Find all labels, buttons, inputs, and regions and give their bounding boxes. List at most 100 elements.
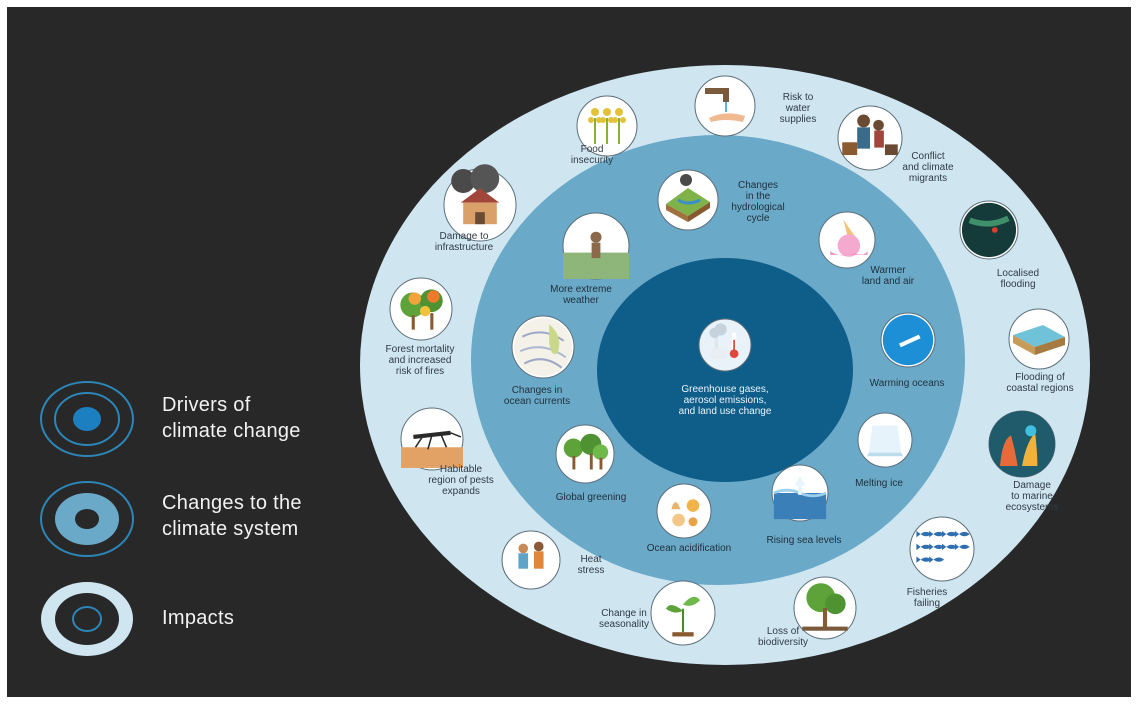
ocean-currents-map-icon bbox=[511, 315, 575, 379]
label-line: biodiversity bbox=[758, 637, 808, 648]
ice-label: Melting ice bbox=[855, 478, 903, 489]
label-line: region of pests bbox=[428, 475, 494, 486]
rising-sea-icon bbox=[771, 464, 829, 522]
legend-changes bbox=[37, 479, 137, 564]
impacts-legend-icon bbox=[41, 582, 133, 656]
label-line: in the bbox=[746, 191, 771, 202]
label-line: More extreme bbox=[550, 284, 612, 295]
factory-thermometer-icon bbox=[698, 318, 752, 372]
label-line: Greenhouse gases, bbox=[681, 384, 768, 395]
changes-legend-icon bbox=[40, 481, 134, 557]
burning-trees-icon bbox=[389, 277, 453, 341]
flooded-street-icon bbox=[959, 200, 1019, 260]
label-line: Localised bbox=[997, 268, 1039, 279]
legend-impacts-label: Impacts bbox=[162, 607, 235, 629]
acid-label: Ocean acidification bbox=[647, 543, 732, 554]
legend-drivers-label: Drivers of climate change bbox=[162, 394, 301, 442]
tree-icon bbox=[793, 576, 857, 640]
sprout-icon bbox=[650, 580, 716, 646]
hot-people-icon bbox=[501, 530, 561, 590]
label-line: seasonality bbox=[599, 619, 649, 630]
label-line: supplies bbox=[780, 114, 817, 125]
drivers-legend-icon bbox=[40, 381, 134, 457]
storm-person-icon bbox=[562, 212, 630, 280]
label-line: Change in bbox=[601, 608, 647, 619]
label-line: migrants bbox=[909, 173, 947, 184]
diagram-stage: Greenhouse gases,aerosol emissions,and l… bbox=[7, 7, 1131, 697]
icons-layer bbox=[389, 75, 1070, 646]
label-line: insecurity bbox=[571, 155, 613, 166]
label-line: risk of fires bbox=[396, 366, 444, 377]
migrant-family-icon bbox=[837, 105, 903, 171]
label-line: Conflict bbox=[911, 151, 945, 162]
label-line: water bbox=[785, 103, 811, 114]
label-line: Damage to bbox=[440, 231, 489, 242]
legend-impacts bbox=[37, 579, 137, 664]
label-line: Habitable bbox=[440, 464, 483, 475]
label-line: infrastructure bbox=[435, 242, 494, 253]
mosquito-icon bbox=[400, 407, 464, 471]
label-line: Warming oceans bbox=[870, 378, 945, 389]
oceans-label: Warming oceans bbox=[870, 378, 945, 389]
trees-icon bbox=[555, 424, 615, 484]
label-line: and climate bbox=[902, 162, 954, 173]
coastal-flood-icon bbox=[1008, 308, 1070, 370]
warm-ocean-boat-icon bbox=[880, 312, 936, 368]
label-line: and land use change bbox=[679, 406, 772, 417]
label-line: Food bbox=[581, 144, 604, 155]
label-line: ecosystems bbox=[1006, 502, 1059, 513]
label-line: flooding bbox=[1000, 279, 1035, 290]
label-line: aerosol emissions, bbox=[684, 395, 767, 406]
label-line: Ocean acidification bbox=[647, 543, 732, 554]
fish-school-icon bbox=[909, 516, 975, 582]
label-line: to marine bbox=[1011, 491, 1053, 502]
label-line: coastal regions bbox=[1006, 383, 1073, 394]
tap-hand-icon bbox=[694, 75, 756, 137]
label-line: Melting ice bbox=[855, 478, 903, 489]
green-label: Global greening bbox=[556, 492, 627, 503]
label-line: Risk to bbox=[783, 92, 814, 103]
label-line: weather bbox=[562, 295, 599, 306]
legend-drivers bbox=[37, 379, 137, 464]
ice-block-icon bbox=[857, 412, 913, 468]
label-line: Flooding of bbox=[1015, 372, 1065, 383]
legend-changes-label: Changes to the climate system bbox=[162, 492, 302, 540]
seashells-icon bbox=[656, 483, 712, 539]
label-line: Global greening bbox=[556, 492, 627, 503]
melting-ice-cream-icon bbox=[818, 211, 876, 269]
label-line: hydrological bbox=[731, 202, 784, 213]
wheat-icon bbox=[576, 95, 638, 157]
label-line: land and air bbox=[862, 276, 915, 287]
coral-fish-icon bbox=[988, 410, 1056, 478]
label-line: and increased bbox=[389, 355, 452, 366]
label-line: cycle bbox=[747, 213, 770, 224]
label-line: Changes bbox=[738, 180, 778, 191]
label-line: ocean currents bbox=[504, 396, 570, 407]
sea-label: Rising sea levels bbox=[766, 535, 841, 546]
label-line: Loss of bbox=[767, 626, 799, 637]
label-line: expands bbox=[442, 486, 480, 497]
label-line: Heat bbox=[580, 554, 601, 565]
label-line: Fisheries bbox=[907, 587, 948, 598]
core-label: Greenhouse gases,aerosol emissions,and l… bbox=[679, 384, 772, 417]
label-line: Damage bbox=[1013, 480, 1051, 491]
label-line: failing bbox=[914, 598, 940, 609]
storm-house-icon bbox=[443, 164, 517, 242]
label-line: Rising sea levels bbox=[766, 535, 841, 546]
label-line: Changes in bbox=[512, 385, 563, 396]
climate-diagram: Greenhouse gases,aerosol emissions,and l… bbox=[360, 65, 1090, 665]
